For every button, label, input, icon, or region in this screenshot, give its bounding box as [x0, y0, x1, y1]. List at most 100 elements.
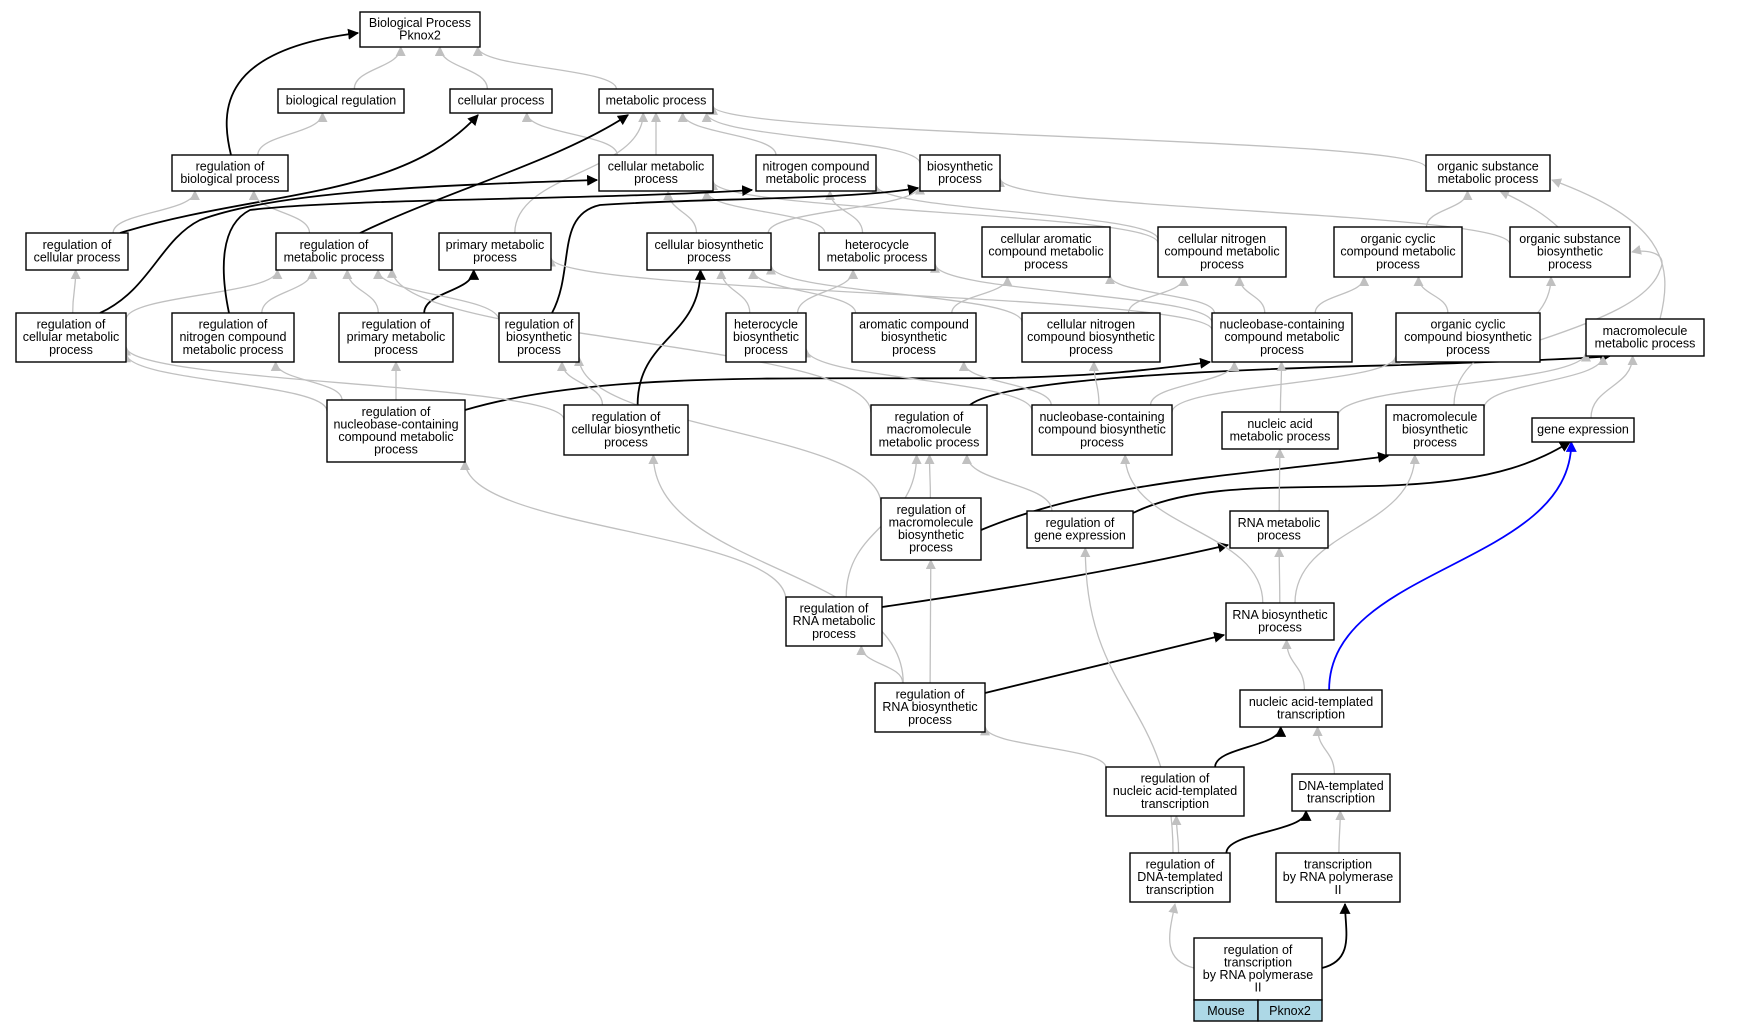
node-box	[277, 88, 405, 114]
edge-is-a	[353, 46, 406, 90]
node-label-line: compound metabolic	[1224, 330, 1339, 344]
node-label-line: cellular biosynthetic	[571, 423, 680, 437]
edge-is-a	[342, 269, 379, 314]
edge-is-a	[1088, 361, 1100, 406]
node-label-line: regulation of	[800, 602, 869, 616]
go-term-node[interactable]: regulation ofmacromoleculebiosyntheticpr…	[880, 497, 982, 561]
edge-regulates	[1321, 902, 1351, 969]
node-box	[818, 232, 936, 271]
node-label-line: organic substance	[1519, 232, 1621, 246]
edge-is-a	[1149, 361, 1240, 406]
node-label-line: heterocycle	[734, 318, 798, 332]
node-label-line: process	[938, 172, 982, 186]
node-label-line: process	[1257, 529, 1301, 543]
node-box	[1225, 602, 1335, 641]
node-label-line: process	[908, 713, 952, 727]
node-label-line: compound metabolic	[1164, 245, 1279, 259]
go-term-node[interactable]: metabolic process	[598, 88, 714, 114]
edge-is-a	[387, 267, 872, 413]
edge-is-a	[995, 177, 1511, 245]
node-label-line: process	[812, 627, 856, 641]
node-label-line: by RNA polymerase	[1283, 870, 1394, 884]
node-label-line: transcription	[1304, 858, 1372, 872]
go-term-node[interactable]: gene expression	[1531, 417, 1635, 443]
node-box	[1531, 417, 1635, 443]
edge-is-a	[716, 269, 751, 314]
node-box	[1385, 404, 1485, 456]
node-box	[1291, 773, 1391, 812]
node-label-line: cellular process	[34, 251, 121, 265]
edge-is-a	[546, 256, 1213, 331]
node-label-line: aromatic compound	[859, 318, 969, 332]
edge-is-a	[961, 454, 1053, 512]
node-label-line: compound biosynthetic	[1404, 330, 1532, 344]
node-box	[171, 154, 289, 192]
edge-is-a	[1337, 351, 1591, 416]
node-label-line: macromolecule	[1603, 324, 1688, 338]
go-term-node[interactable]: cellular process	[449, 88, 553, 114]
node-label-line: biosynthetic	[898, 528, 964, 542]
node-label-line: cellular biosynthetic	[654, 238, 763, 252]
go-term-node[interactable]: regulation ofnucleobase-containingcompou…	[326, 399, 466, 463]
node-label-line: metabolic process	[879, 435, 980, 449]
node-label-line: metabolic process	[606, 94, 707, 108]
node-label-line: nitrogen compound	[179, 330, 286, 344]
node-label-line: metabolic process	[1438, 172, 1539, 186]
node-label-line: process	[1260, 343, 1304, 357]
edge-is-a	[748, 269, 857, 314]
edge-regulates	[881, 541, 1230, 608]
node-label-line: biosynthetic	[1537, 245, 1603, 259]
node-box	[1333, 226, 1463, 278]
edge-regulates	[984, 631, 1226, 694]
edge-is-a	[112, 190, 200, 234]
species-label: Mouse	[1207, 1004, 1245, 1018]
node-box	[1229, 510, 1329, 549]
go-term-node[interactable]: biological regulation	[277, 88, 405, 114]
node-box	[874, 682, 986, 733]
node-label-line: nucleic acid-templated	[1113, 784, 1237, 798]
node-label-line: regulation of	[897, 503, 966, 517]
edge-is-a	[1274, 448, 1285, 512]
